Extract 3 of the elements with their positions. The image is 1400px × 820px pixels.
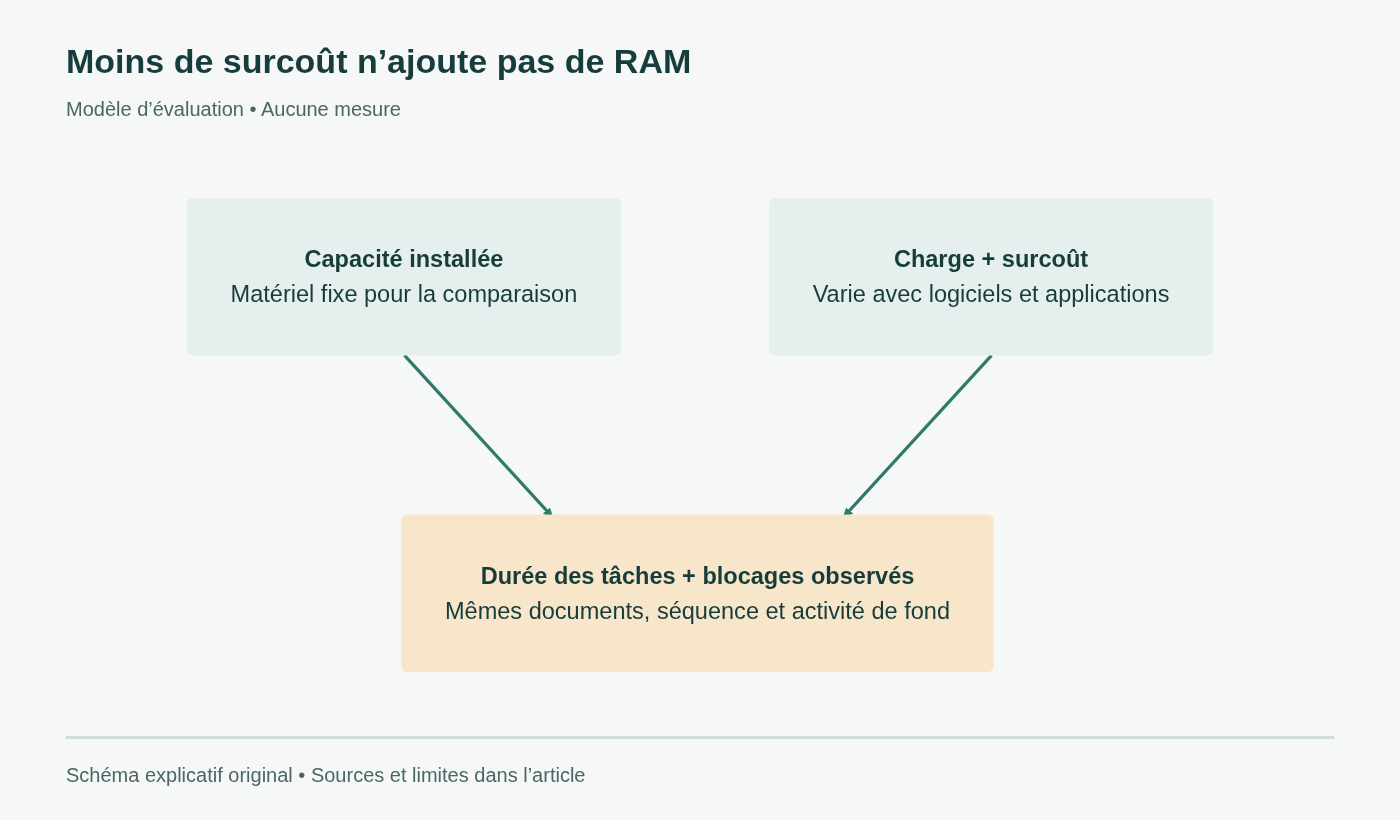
title: Moins de surcoût n’ajoute pas de RAM — [66, 42, 692, 81]
subtitle: Modèle d’évaluation • Aucune mesure — [66, 98, 401, 121]
footer-note: Schéma explicatif original • Sources et limites dans l’article — [66, 764, 586, 787]
